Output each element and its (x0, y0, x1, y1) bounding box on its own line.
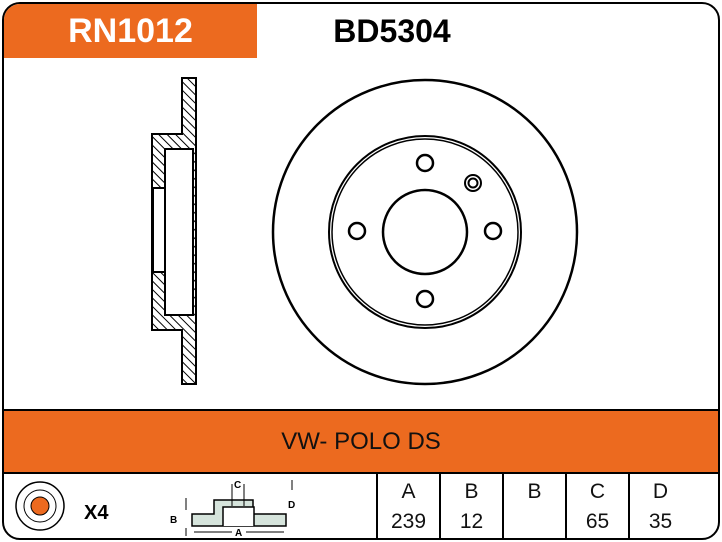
technical-drawing (151, 77, 579, 386)
vehicle-application: VW- POLO DS (4, 409, 718, 474)
disc-bolt-icon (15, 481, 65, 531)
col-value: 12 (459, 510, 484, 533)
label-b: B (170, 515, 177, 526)
col-header: D (652, 480, 669, 503)
reference-number: RN1012 (4, 4, 257, 58)
col-header: C (589, 480, 606, 503)
col-header: B (464, 480, 479, 503)
quantity: X4 (84, 502, 109, 524)
disc-profile-dimension-icon: C D B A (170, 480, 295, 538)
product-code: BD5304 (333, 12, 451, 49)
label-c: C (234, 480, 241, 491)
spec-col-d: D 35 (628, 472, 691, 538)
spec-col-b2: B (502, 472, 565, 538)
label-a: A (235, 528, 242, 538)
col-header: A (401, 480, 416, 503)
col-value: 65 (585, 510, 610, 533)
spec-col-b: B 12 (439, 472, 502, 538)
col-value: 35 (648, 510, 673, 533)
col-value: 239 (390, 510, 427, 533)
spec-col-a: A 239 (376, 472, 439, 538)
col-header: B (527, 480, 542, 503)
spec-row: X4 C D B A A 239 B 12 B C 65 D 35 (4, 472, 718, 538)
label-d: D (288, 500, 295, 511)
disc-front-view (271, 78, 579, 386)
disc-side-section (151, 77, 197, 385)
spec-col-c: C 65 (565, 472, 628, 538)
